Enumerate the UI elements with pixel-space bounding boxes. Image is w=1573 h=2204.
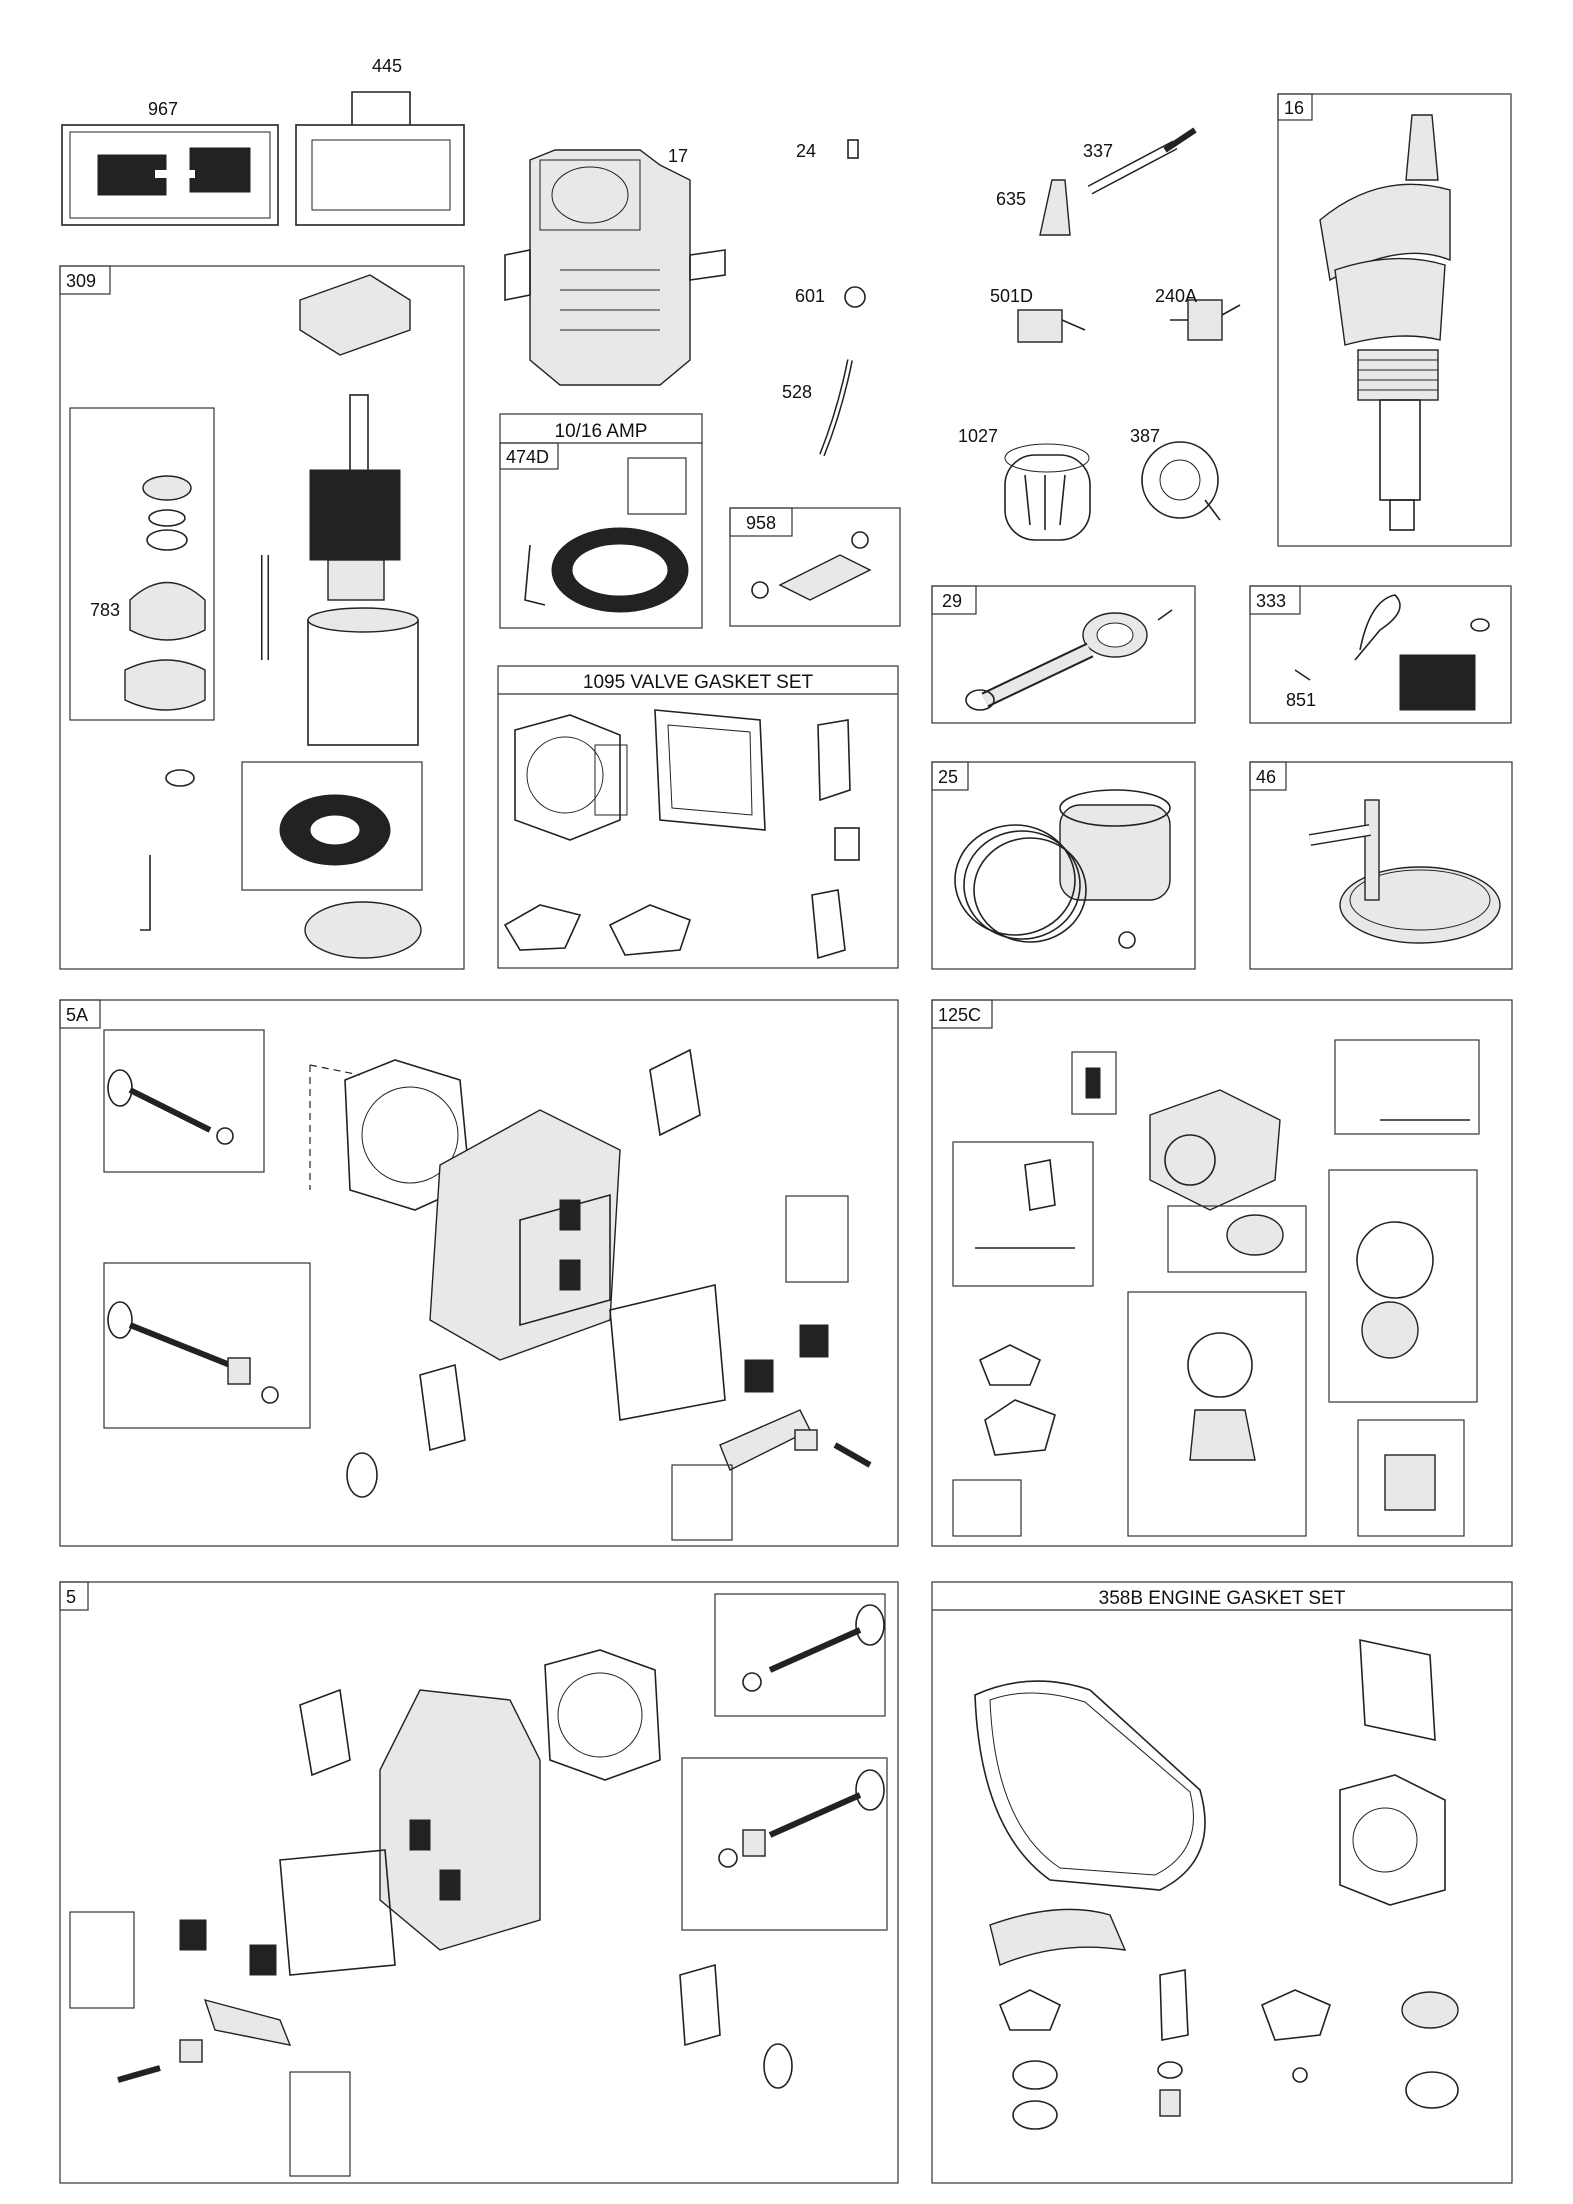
starter-drive-subpanel [69,407,215,721]
part-label-445: 445 [372,56,402,76]
fuel-filter-240a [1170,299,1241,341]
head-gasket [514,714,628,841]
panel-label-125c: 125C [938,1005,981,1025]
piston-rings [954,824,1087,943]
spark-plug-337 [1087,127,1197,195]
camshaft-46 [1309,799,1501,944]
panel-label-5: 5 [66,1587,76,1607]
panel-958 [729,507,901,627]
valve-cover-gasket-5 [279,1849,396,1976]
exhaust-valve-5 [742,1604,885,1692]
crankcase-gasket [974,1680,1206,1891]
starter-end-cap [304,901,422,959]
panel-label-29: 29 [942,591,962,611]
panel-309 [59,265,465,970]
head-gasket-5 [544,1649,661,1781]
panel-5a [59,999,899,1547]
pre-cleaner-445 [295,91,465,226]
exhaust-valve-subpanel-5 [714,1593,886,1717]
piston-25 [1059,789,1171,901]
fuel-shutoff-958 [751,531,872,601]
panel-label-309: 309 [66,271,96,291]
air-filter-967 [61,124,279,226]
panel-label-25: 25 [938,767,958,787]
part-label-783: 783 [90,600,120,620]
cylinder-head-5a [429,1109,621,1361]
panel-333 [1249,585,1512,724]
panel-title-358b: 358B ENGINE GASKET SET [1099,1588,1346,1609]
intake-valve-subpanel-5 [681,1757,888,1931]
ignition-armature-333 [1294,594,1490,711]
starter-housing [307,607,419,746]
starter-armature [299,274,411,601]
starter-drive-gear-783 [124,475,206,711]
exhaust-valve [107,1069,234,1145]
rectifier-501d [1017,309,1063,343]
panel-125c [931,999,1513,1547]
throttle-subpanel [952,1141,1094,1287]
spark-plug-boot-635 [1039,179,1071,236]
part-label-387: 387 [1130,426,1160,446]
alternator-stator [524,527,689,613]
panel-label-46: 46 [1256,767,1276,787]
brush-holder [279,794,391,866]
panel-29 [931,585,1196,724]
panel-1095 [497,665,899,969]
part-label-635: 635 [996,189,1026,209]
engine-block-17 [504,149,726,386]
panel-46 [1249,761,1513,970]
oil-filter-1027 [1004,443,1091,541]
panel-label-333: 333 [1256,591,1286,611]
fuel-pump-387 [1141,441,1221,521]
valve-cover-gasket-5a [609,1284,726,1421]
part-label-24: 24 [796,141,816,161]
rocker-arm-5a [719,1324,872,1471]
part-label-501d: 501D [990,286,1033,306]
panel-label-5a: 5A [66,1005,88,1025]
intake-valve-subpanel [103,1262,311,1429]
part-label-601: 601 [795,286,825,306]
exhaust-valve-subpanel [103,1029,265,1173]
connecting-rod-29 [965,609,1173,711]
crankshaft-16 [1319,114,1451,531]
part-label-1027: 1027 [958,426,998,446]
panel-25 [931,761,1196,970]
intake-valve-5 [718,1769,885,1868]
brush-holder-subpanel [241,761,423,891]
intake-gasket [503,904,582,951]
panel-label-958: 958 [746,513,776,533]
panel-16 [1277,93,1512,547]
hose-clamp-601 [844,286,866,308]
carburetor-125c [1149,1089,1281,1211]
valve-cover-gasket [654,709,766,831]
panel-title-474d: 10/16 AMP [555,421,648,442]
panel-474d [499,413,703,629]
panel-5 [59,1581,899,2184]
panel-label-16: 16 [1284,98,1304,118]
part-label-528: 528 [782,382,812,402]
part-label-337: 337 [1083,141,1113,161]
intake-valve [107,1301,279,1404]
rocker-arm-5 [117,1998,292,2083]
panel-358b [931,1581,1513,2184]
part-label-967: 967 [148,99,178,119]
panel-label-474d: 474D [506,447,549,467]
dowel-pin-24 [847,139,859,159]
panel-title-1095: 1095 VALVE GASKET SET [583,672,814,693]
part-label-851: 851 [1286,690,1316,710]
part-label-240a: 240A [1155,286,1197,306]
part-label-17: 17 [668,146,688,166]
cylinder-head-5 [379,1689,541,1951]
